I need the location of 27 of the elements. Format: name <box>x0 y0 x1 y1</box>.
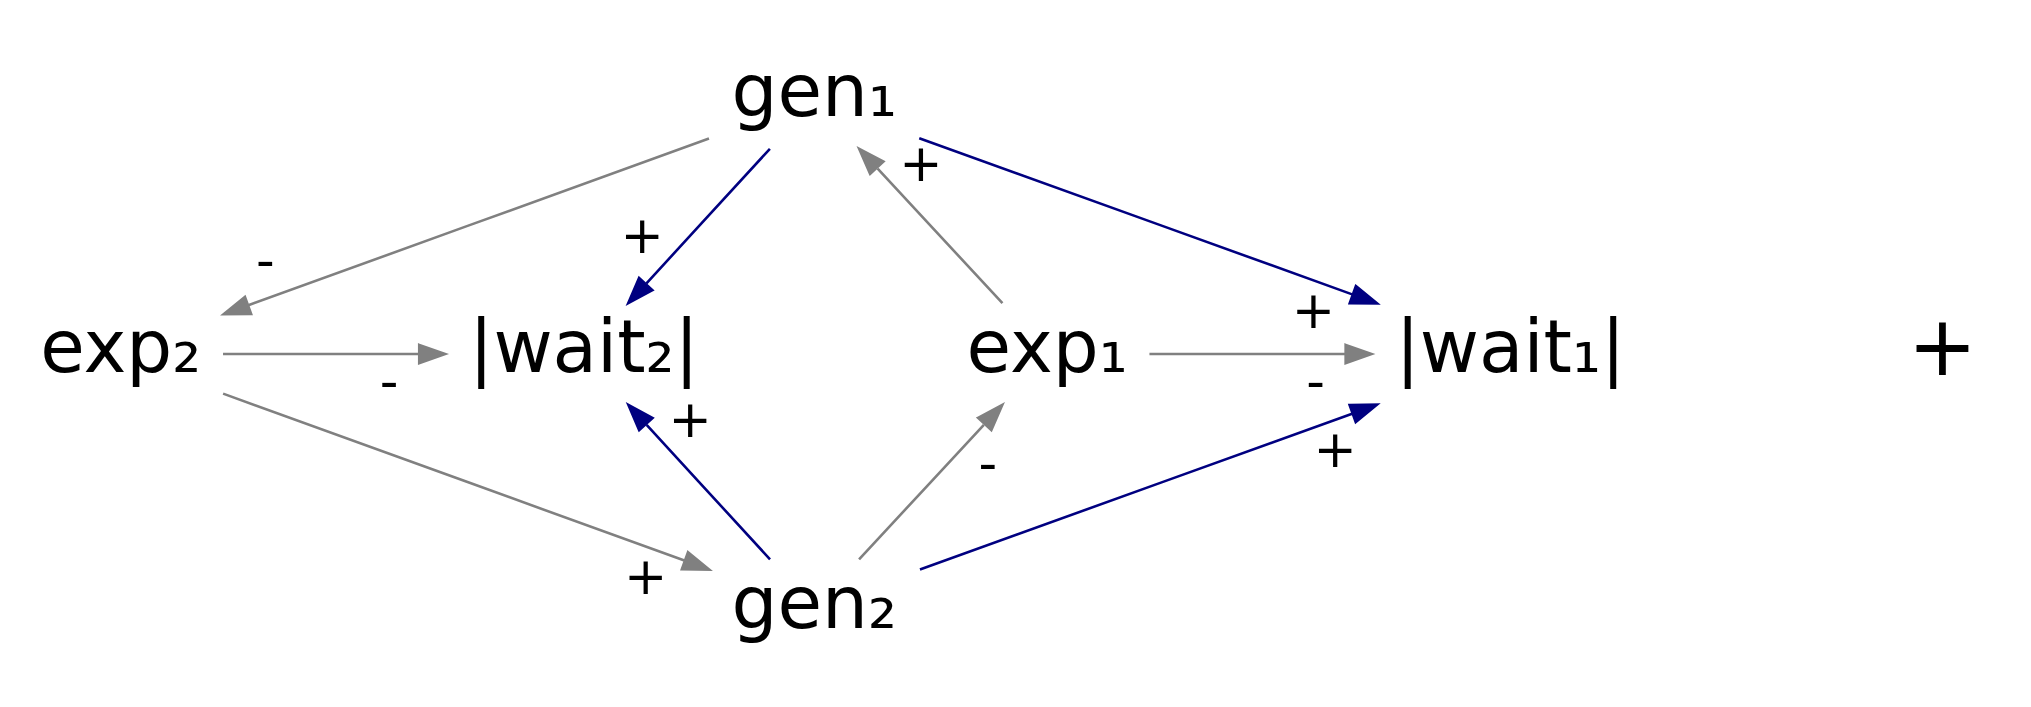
node-text: exp₁ <box>966 304 1128 389</box>
node-text: |wait₁| <box>1395 304 1626 389</box>
edge-label: + <box>623 545 668 606</box>
arrow <box>625 147 771 306</box>
arrow <box>1149 342 1376 365</box>
edge-label: - <box>379 350 399 411</box>
arrow <box>918 136 1381 305</box>
edge-label: - <box>1306 350 1325 411</box>
node-text: exp₂ <box>40 304 202 389</box>
edge-label: + <box>899 132 943 193</box>
edge-label: + <box>668 388 712 449</box>
edge-label: - <box>978 432 998 493</box>
arrow <box>625 401 771 560</box>
arrow <box>222 391 713 571</box>
edge-label: - <box>256 229 275 290</box>
label: + <box>1907 297 1978 395</box>
edge-label: + <box>620 204 664 265</box>
arrow <box>223 342 450 365</box>
arrow <box>220 136 710 315</box>
edge-label: + <box>1291 279 1336 340</box>
node-text: |wait₂| <box>468 304 699 389</box>
edge-label: + <box>1313 418 1357 479</box>
arrow <box>856 145 1004 304</box>
arrow <box>919 402 1381 571</box>
node-text: gen₁ <box>731 48 898 133</box>
arrow <box>858 401 1005 560</box>
node-text: gen₂ <box>731 560 898 645</box>
